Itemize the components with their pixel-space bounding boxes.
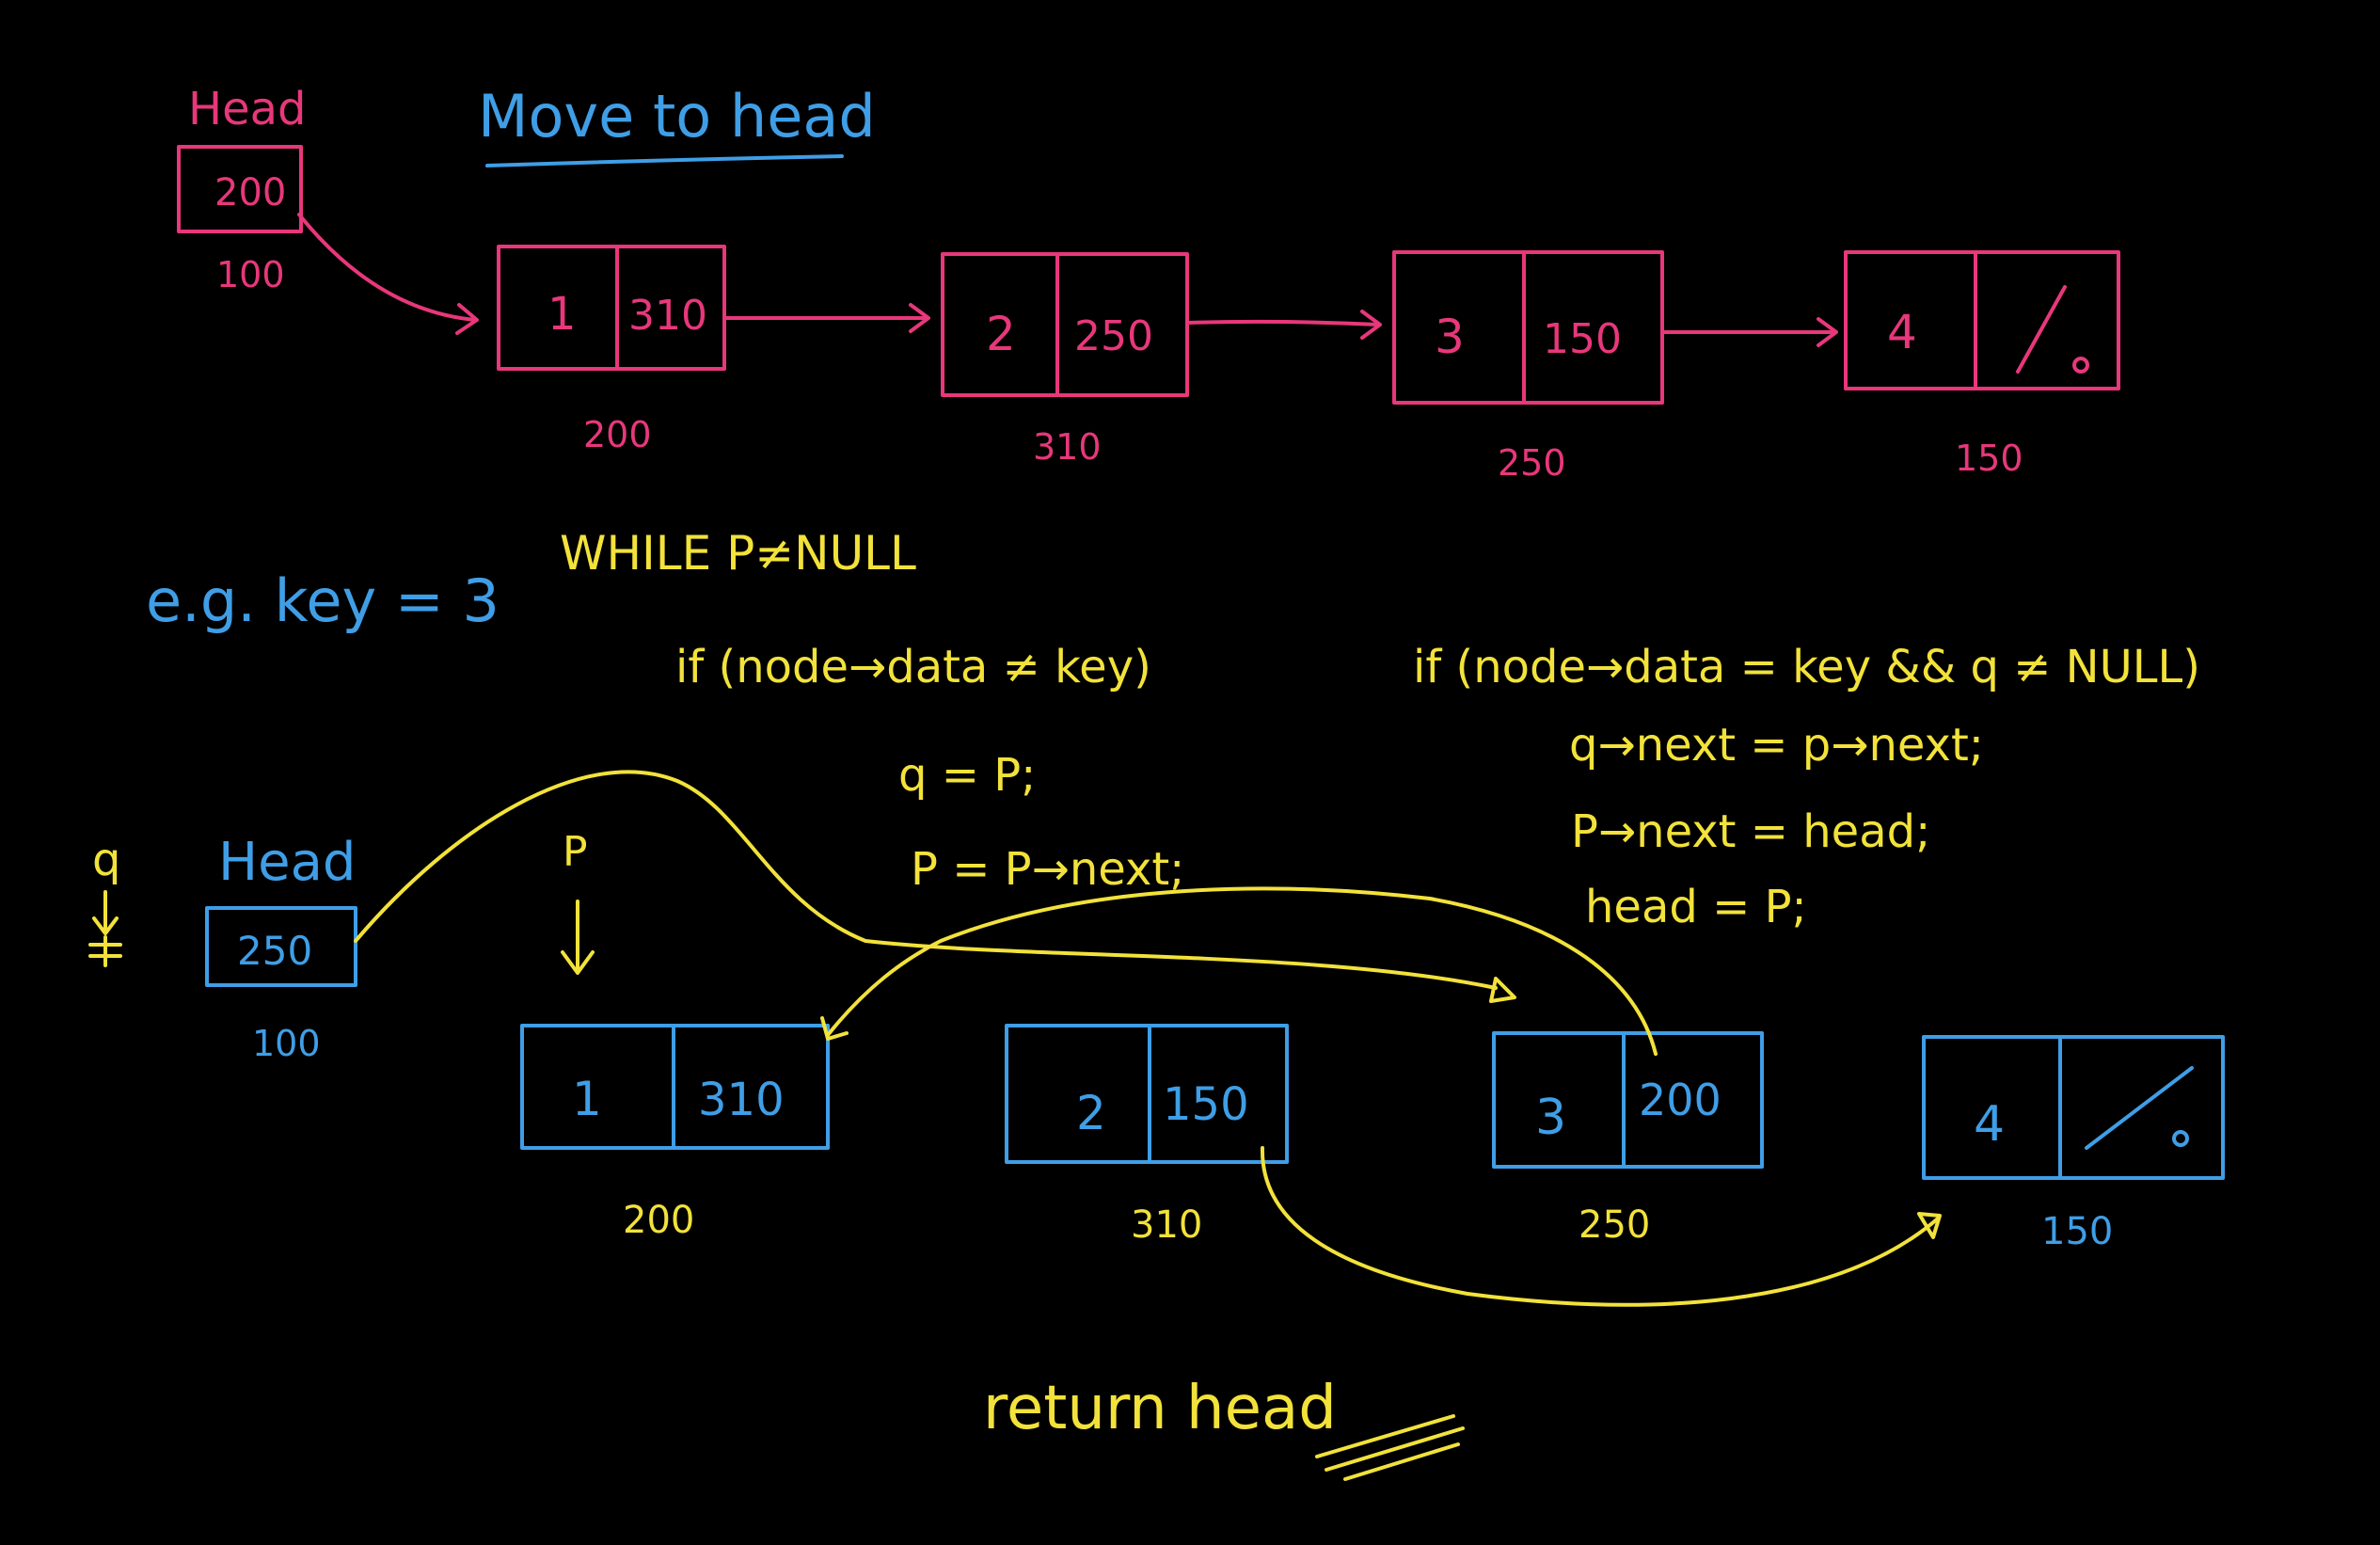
bottom-head-label: Head	[218, 832, 356, 893]
footer-underline-2	[1325, 1426, 1465, 1472]
bottom-node-4-null-dot	[2172, 1130, 2189, 1147]
top-node-3-next: 150	[1543, 315, 1622, 363]
curve-node3-to-node1-arrowhead	[820, 1016, 849, 1041]
top-head-arrow	[297, 213, 477, 322]
top-node-1-next: 310	[628, 292, 707, 340]
bottom-p-label: P	[563, 828, 588, 876]
footer-return: return head	[983, 1374, 1337, 1443]
footer-underline-3	[1343, 1442, 1460, 1481]
bottom-node-3: 3 200	[1492, 1031, 1764, 1169]
top-head-box: 200	[177, 145, 303, 233]
example-key: e.g. key = 3	[146, 566, 500, 635]
code-while: WHILE P≠NULL	[560, 526, 916, 581]
diagram-title: Move to head	[478, 82, 876, 151]
bottom-head-address: 100	[252, 1023, 321, 1064]
bottom-node-2-data: 2	[1076, 1086, 1106, 1140]
footer-underline-1	[1315, 1414, 1455, 1458]
bottom-q-null	[88, 935, 122, 967]
curve-head-to-node3-arrowhead	[1489, 977, 1516, 1003]
code-q-next: q→next = p→next;	[1569, 719, 1984, 772]
top-node-4-null-dot	[2072, 357, 2089, 374]
top-node-4-data: 4	[1887, 305, 1917, 359]
code-if-not-equal: if (node→data ≠ key)	[675, 641, 1151, 693]
top-node-1-data: 1	[547, 288, 577, 341]
bottom-p-arrow	[561, 900, 595, 975]
bottom-node-4-data: 4	[1974, 1096, 2005, 1153]
bottom-node-2-next: 150	[1163, 1078, 1249, 1131]
bottom-head-value: 250	[237, 928, 312, 974]
bottom-node-3-next: 200	[1639, 1075, 1722, 1125]
top-node-2-address: 310	[1033, 426, 1102, 468]
top-node-1: 1 310	[497, 245, 726, 371]
code-q-assign: q = P;	[898, 749, 1036, 802]
top-head-label: Head	[188, 83, 307, 135]
top-node-2: 2 250	[941, 252, 1189, 397]
code-if-equal: if (node→data = key && q ≠ NULL)	[1413, 641, 2200, 693]
title-underline	[485, 154, 844, 167]
bottom-head-box: 250	[205, 906, 357, 987]
bottom-q-arrow	[92, 890, 119, 935]
bottom-node-2-address: 310	[1131, 1203, 1202, 1247]
bottom-node-4: 4	[1922, 1035, 2225, 1180]
curve-node2-to-node4-arrowhead	[1917, 1212, 1942, 1239]
top-node-4-null-slash	[2016, 285, 2067, 374]
top-arrow-2-3	[1185, 319, 1380, 327]
bottom-node-1-data: 1	[572, 1072, 602, 1126]
top-node-1-address: 200	[583, 414, 652, 455]
top-node-3: 3 150	[1392, 250, 1664, 405]
bottom-node-1-address: 200	[623, 1199, 694, 1242]
bottom-q-label: q	[92, 834, 120, 886]
bottom-node-3-data: 3	[1535, 1090, 1566, 1146]
top-node-2-next: 250	[1074, 312, 1153, 360]
top-node-4-address: 150	[1955, 438, 2023, 479]
top-head-address: 100	[216, 254, 285, 295]
top-arrowhead-3-4	[1817, 317, 1838, 347]
code-head-assign: head = P;	[1585, 881, 1807, 933]
bottom-node-1: 1 310	[520, 1024, 830, 1150]
top-arrowhead-2-3	[1360, 310, 1382, 340]
top-head-value: 200	[214, 171, 286, 215]
bottom-node-3-address: 250	[1579, 1203, 1650, 1247]
bottom-node-4-address: 150	[2041, 1210, 2113, 1253]
bottom-node-2: 2 150	[1005, 1024, 1289, 1164]
top-node-4: 4	[1844, 250, 2120, 390]
top-node-3-data: 3	[1435, 310, 1465, 364]
bottom-node-1-next: 310	[698, 1074, 785, 1126]
top-arrowhead-1-2	[909, 303, 930, 333]
top-head-arrowhead	[455, 303, 479, 335]
curve-head-to-node3	[354, 770, 1498, 990]
curve-node2-to-node4	[1260, 1146, 1940, 1307]
top-node-2-data: 2	[986, 307, 1016, 361]
code-p-advance: P = P→next;	[911, 843, 1184, 896]
top-node-3-address: 250	[1498, 442, 1566, 484]
code-p-next: P→next = head;	[1571, 805, 1930, 858]
bottom-node-4-null-slash	[2085, 1066, 2194, 1150]
curve-node3-to-node1	[826, 886, 1658, 1056]
